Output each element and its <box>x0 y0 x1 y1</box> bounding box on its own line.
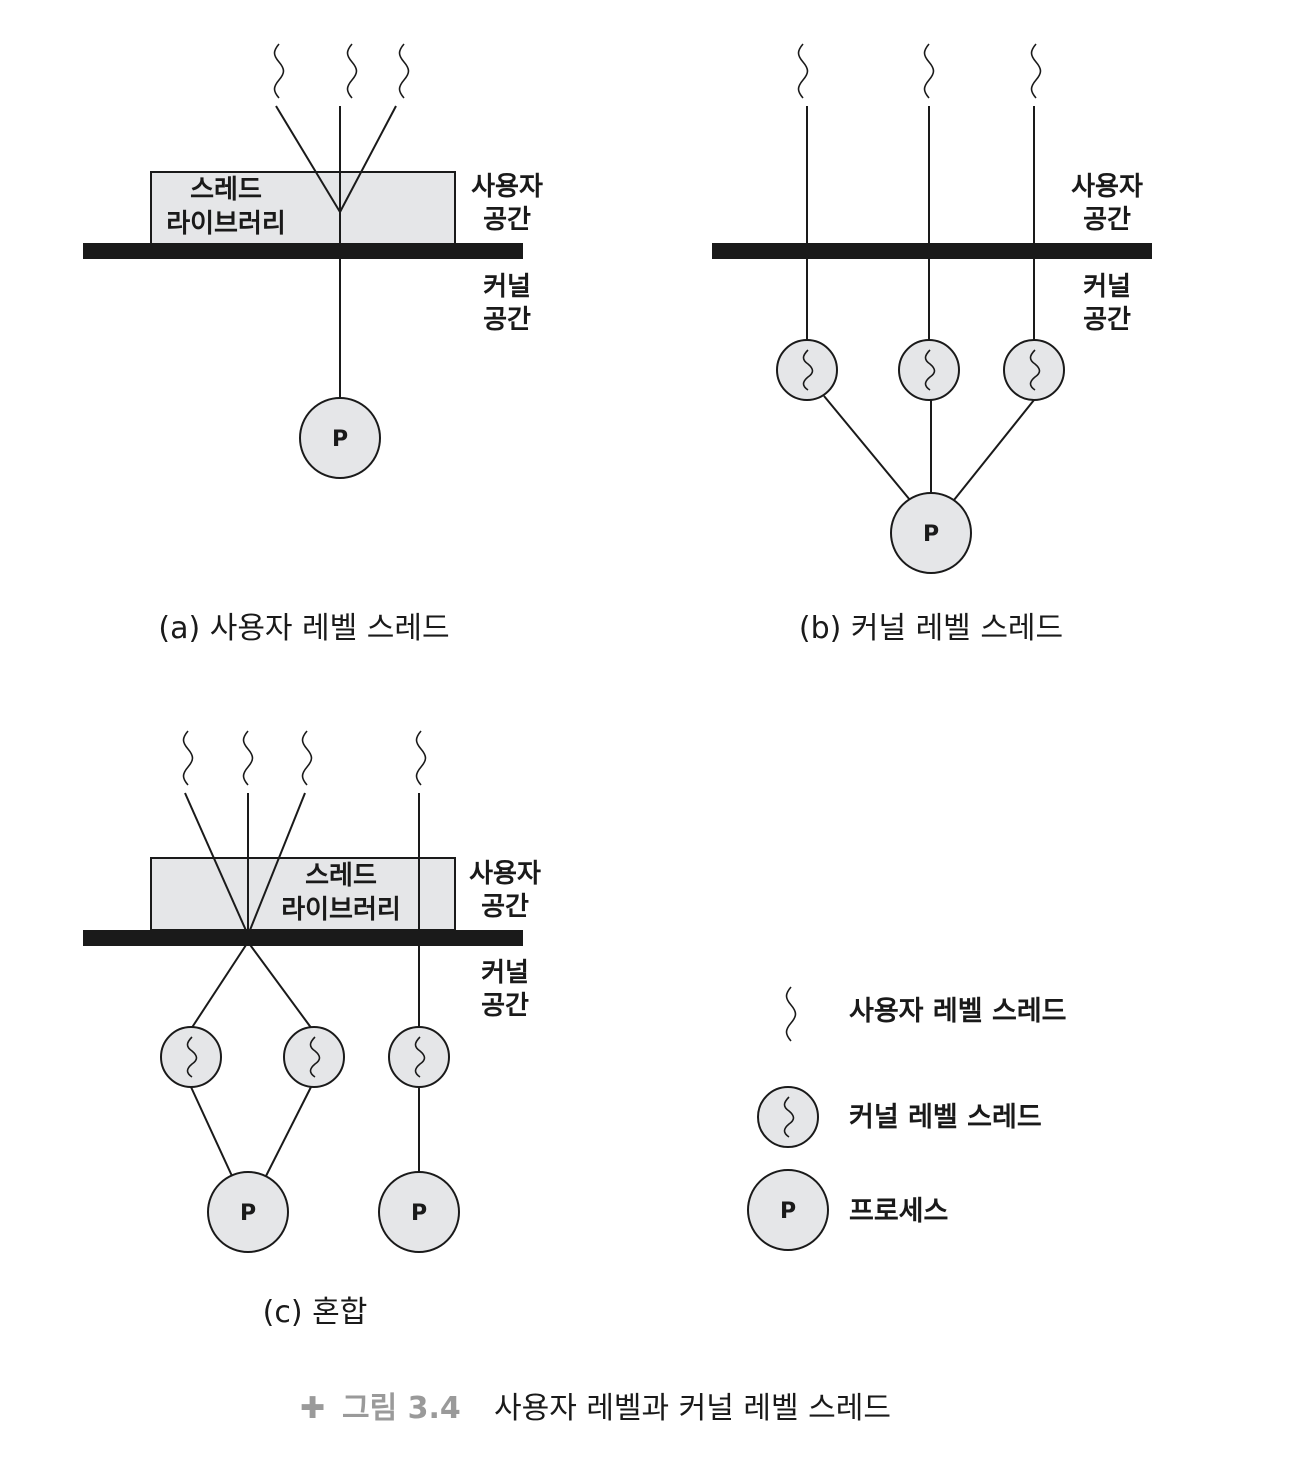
kernel-thread-node <box>388 1026 450 1088</box>
user-space-label-line2: 공간 <box>1083 205 1131 235</box>
user-thread-icon <box>242 730 254 786</box>
user-kernel-boundary-bar <box>712 243 1152 259</box>
legend: 사용자 레벨 스레드 커널 레벨 스레드 P 프로세스 <box>747 986 1067 1251</box>
figure-title: 사용자 레벨과 커널 레벨 스레드 <box>494 1391 891 1426</box>
thread-library-label-line2: 라이브러리 <box>166 209 286 239</box>
kernel-thread-node <box>776 339 838 401</box>
thread-library-box <box>150 171 456 245</box>
user-space-label-line1: 사용자 <box>1071 172 1143 202</box>
user-space-label-line2: 공간 <box>481 892 529 922</box>
kernel-space-label-line2: 공간 <box>1083 305 1131 335</box>
panel-b-kernel-level-threads: 사용자 공간 커널 공간 P (b) 커널 레벨 스레드 <box>712 43 1152 646</box>
user-thread-icon <box>923 43 935 99</box>
thread-library-box <box>150 857 456 931</box>
thread-library-label-line2: 라이브러리 <box>281 895 401 925</box>
legend-kernel-thread-label: 커널 레벨 스레드 <box>849 1102 1042 1133</box>
process-node-label: P <box>332 427 348 452</box>
legend-process-label: 프로세스 <box>849 1196 948 1227</box>
legend-process-icon <box>747 1169 829 1251</box>
user-kernel-boundary-bar <box>83 243 523 259</box>
process-node-label: P <box>923 522 939 547</box>
user-thread-icon <box>273 43 285 99</box>
panel-c-combined: 스레드 라이브러리 사용자 공간 커널 공간 P P (c) 혼합 <box>83 730 541 1330</box>
user-thread-icon <box>346 43 358 99</box>
legend-kernel-thread-icon <box>757 1086 819 1148</box>
kernel-thread-node <box>898 339 960 401</box>
kernel-thread-node <box>283 1026 345 1088</box>
process-node <box>890 492 972 574</box>
process-link-line <box>953 399 1035 501</box>
kernel-space-label-line1: 커널 <box>483 272 531 302</box>
thread-line <box>339 105 397 213</box>
user-thread-icon <box>797 43 809 99</box>
figure-caption: ✚ 그림 3.4 사용자 레벨과 커널 레벨 스레드 <box>300 1391 891 1426</box>
thread-library-label-line1: 스레드 <box>305 861 377 891</box>
user-kernel-boundary-bar <box>83 930 523 946</box>
thread-line <box>247 792 306 936</box>
thread-line <box>184 792 249 936</box>
kernel-link-line <box>247 941 313 1030</box>
process-node-label: P <box>240 1201 256 1226</box>
kernel-thread-node <box>1003 339 1065 401</box>
user-thread-icon <box>415 730 427 786</box>
process-link-line <box>823 395 911 501</box>
process-node <box>299 397 381 479</box>
legend-user-thread-label: 사용자 레벨 스레드 <box>849 996 1067 1027</box>
process-link-line <box>190 1086 233 1177</box>
legend-user-thread-icon <box>785 986 797 1042</box>
caption-b: (b) 커널 레벨 스레드 <box>799 611 1063 646</box>
thread-line <box>275 105 341 213</box>
user-thread-icon <box>182 730 194 786</box>
figure-plus-icon: ✚ <box>300 1391 325 1426</box>
caption-a: (a) 사용자 레벨 스레드 <box>158 611 449 646</box>
process-node <box>378 1171 460 1253</box>
user-thread-icon <box>1030 43 1042 99</box>
user-space-label-line1: 사용자 <box>471 172 543 202</box>
kernel-thread-node <box>160 1026 222 1088</box>
user-space-label-line1: 사용자 <box>469 859 541 889</box>
kernel-space-label-line2: 공간 <box>481 991 529 1021</box>
user-thread-icon <box>301 730 313 786</box>
panel-a-user-level-threads: 스레드 라이브러리 사용자 공간 커널 공간 P (a) 사용자 레벨 스레드 <box>83 43 543 646</box>
caption-c: (c) 혼합 <box>263 1295 368 1330</box>
kernel-link-line <box>190 941 249 1030</box>
kernel-space-label-line1: 커널 <box>1083 272 1131 302</box>
thread-library-label-line1: 스레드 <box>190 175 262 205</box>
user-space-label-line2: 공간 <box>483 205 531 235</box>
kernel-space-label-line2: 공간 <box>483 305 531 335</box>
process-node <box>207 1171 289 1253</box>
kernel-space-label-line1: 커널 <box>481 958 529 988</box>
process-link-line <box>265 1086 312 1177</box>
figure-number: 그림 3.4 <box>342 1391 461 1426</box>
user-thread-icon <box>398 43 410 99</box>
legend-process-icon-label: P <box>780 1199 796 1224</box>
process-node-label: P <box>411 1201 427 1226</box>
